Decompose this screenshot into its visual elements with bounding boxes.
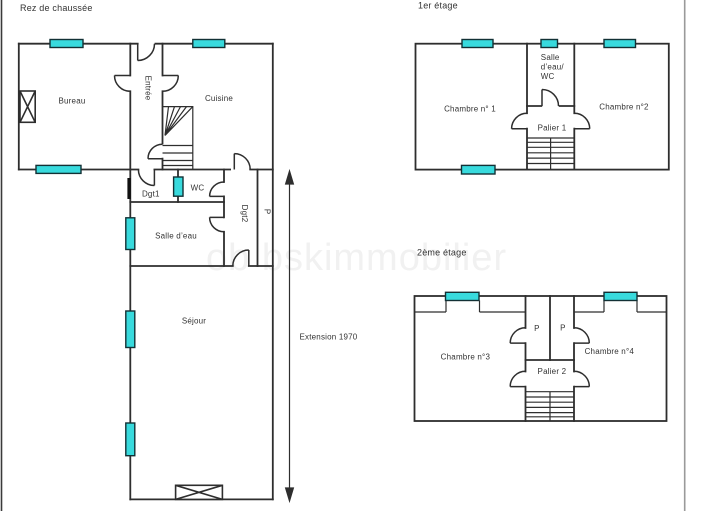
svg-text:Chambre n°2: Chambre n°2 [599, 103, 649, 112]
svg-text:Extension 1970: Extension 1970 [300, 333, 358, 342]
svg-text:Chambre n°3: Chambre n°3 [441, 352, 491, 361]
svg-text:Salle d’eau: Salle d’eau [155, 232, 197, 241]
svg-text:Dgt1: Dgt1 [142, 190, 160, 199]
svg-text:P: P [262, 209, 271, 215]
svg-text:Rez de chaussée: Rez de chaussée [20, 3, 93, 13]
svg-text:Bureau: Bureau [59, 97, 86, 106]
svg-text:P: P [560, 323, 566, 332]
svg-text:Palier 1: Palier 1 [538, 124, 567, 133]
svg-text:Séjour: Séjour [182, 317, 206, 326]
svg-text:P: P [534, 324, 540, 333]
svg-text:1er étage: 1er étage [418, 1, 458, 11]
svg-text:Chambre n° 1: Chambre n° 1 [444, 105, 496, 114]
svg-text:2ème étage: 2ème étage [417, 248, 467, 258]
svg-text:Entrée: Entrée [144, 76, 153, 101]
svg-text:Cuisine: Cuisine [205, 94, 233, 103]
svg-text:Salle: Salle [541, 53, 560, 62]
svg-text:ob bskimmobilier: ob bskimmobilier [206, 237, 507, 279]
svg-text:WC: WC [541, 72, 555, 81]
svg-text:WC: WC [191, 184, 205, 193]
svg-text:Dgt2: Dgt2 [240, 205, 249, 223]
svg-text:Palier 2: Palier 2 [538, 367, 567, 376]
svg-text:d’eau/: d’eau/ [541, 63, 565, 72]
svg-text:Chambre n°4: Chambre n°4 [585, 347, 635, 356]
